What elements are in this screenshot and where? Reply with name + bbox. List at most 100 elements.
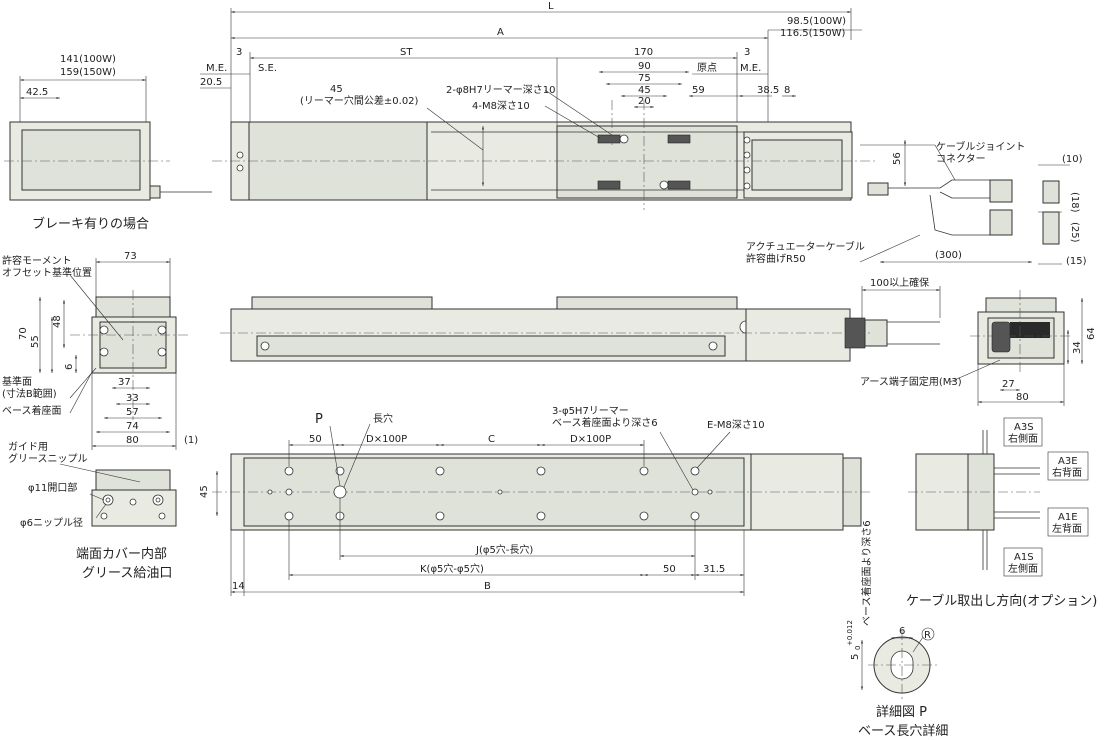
dim-90: 90 — [638, 61, 651, 72]
end-33: 33 — [126, 393, 139, 404]
open-11: φ11開口部 — [28, 481, 77, 494]
dim-8: 8 — [784, 85, 790, 96]
base-ref-2: (寸法B範囲) — [2, 387, 57, 400]
dim-A: A — [497, 27, 504, 38]
detail-caption-2: ベース長穴詳細 — [858, 723, 948, 739]
dim-50-left: 50 — [309, 434, 322, 445]
base-mount: ベース着座面 — [2, 404, 62, 417]
dim-B: B — [484, 581, 491, 592]
dim-C: C — [488, 434, 495, 445]
clearance-label: 100以上確保 — [870, 276, 929, 289]
motor-64: 64 — [1086, 327, 1097, 340]
dim-98-5: 98.5(100W) — [787, 16, 846, 27]
guide-label-1: ガイド用 — [8, 441, 48, 453]
dim-K: K(φ5穴-φ5穴) — [420, 562, 484, 575]
dim-116-5: 116.5(150W) — [780, 28, 846, 39]
label-P: P — [315, 412, 323, 427]
end-view: 許容モーメント オフセット基準位置 73 70 55 48 6 37 33 57… — [2, 251, 198, 450]
opt-a1s-2: 左側面 — [1008, 562, 1038, 575]
motor-end-view: 64 34 27 80 アース端子固定用(M3) — [860, 290, 1097, 406]
motor-80: 80 — [1016, 392, 1029, 403]
actuator-cable-label: アクチュエーターケーブル — [746, 240, 865, 253]
end-1: (1) — [184, 435, 198, 446]
brake-caption: ブレーキ有りの場合 — [32, 216, 149, 232]
side-view: 100以上確保 — [220, 276, 941, 362]
end-74: 74 — [126, 421, 139, 432]
end-37: 37 — [118, 377, 131, 388]
detail-depth-note: ベース着座面より深さ6 — [860, 520, 873, 626]
motor-cover-top — [751, 139, 843, 191]
opt-a1s-1: A1S — [1014, 552, 1034, 563]
motor-34: 34 — [1072, 341, 1083, 354]
dim-45: 45 — [638, 85, 651, 96]
detail-caption-1: 詳細図 P — [876, 704, 927, 720]
cable-options: A3S 右側面 A3E 右背面 A1E 左背面 A1S 左側面 ケーブル取出し方… — [906, 417, 1097, 609]
conn-15: (15) — [1066, 256, 1087, 267]
opt-a3s-1: A3S — [1014, 422, 1034, 433]
brake-42-5: 42.5 — [26, 87, 48, 98]
tap-E-label: E-M8深さ10 — [707, 419, 765, 431]
base-ref-1: 基準面 — [2, 375, 32, 388]
brake-159: 159(150W) — [60, 67, 116, 78]
slot-label: 長穴 — [373, 412, 393, 425]
bend-radius-label: 許容曲げR50 — [746, 252, 806, 265]
end-70: 70 — [18, 327, 29, 340]
detail-6: 6 — [899, 626, 905, 637]
cable-length: (300) — [935, 250, 962, 261]
dim-75: 75 — [638, 73, 651, 84]
me-right: M.E. — [740, 63, 761, 74]
detail-tol0: 0 — [854, 646, 862, 650]
dim-J: J(φ5穴-長穴) — [475, 543, 533, 556]
dim-59: 59 — [692, 85, 705, 96]
opt-a3e-2: 右背面 — [1052, 466, 1082, 479]
dim-L: L — [548, 1, 554, 12]
grease-caption-2: グリース給油口 — [82, 566, 172, 581]
dim-56: 56 — [892, 152, 903, 165]
se-label: S.E. — [258, 63, 277, 74]
detail-P: ベース着座面より深さ6 5 +0.012 0 6 R 詳細図 P ベース長穴詳細 — [846, 520, 948, 739]
reamer-tolerance: (リーマー穴間公差±0.02) — [300, 94, 419, 107]
dim-3-left: 3 — [236, 47, 242, 58]
dim-170: 170 — [634, 47, 653, 58]
dim-3-right: 3 — [744, 47, 750, 58]
end-80: 80 — [126, 435, 139, 446]
guide-label-2: グリースニップル — [8, 452, 88, 465]
tap-holes: 4-M8深さ10 — [472, 100, 530, 112]
detail-5: 5 — [850, 654, 861, 660]
dim-dx100p-left: D×100P — [366, 434, 407, 445]
end-73: 73 — [124, 251, 137, 262]
origin-label: 原点 — [697, 62, 717, 74]
cable-joint-label: ケーブルジョイント — [936, 140, 1025, 153]
moment-ref-1: 許容モーメント — [2, 254, 72, 267]
nipple-6: φ6ニップル径 — [20, 516, 83, 529]
bottom-view: P 長穴 3-φ5H7リーマー ベース着座面より深さ6 E-M8深さ10 50 … — [199, 406, 870, 596]
opt-a3s-2: 右側面 — [1008, 432, 1038, 445]
dim-ST: ST — [400, 47, 413, 58]
brake-view: 141(100W) 159(150W) 42.5 ブレーキ有りの場合 — [4, 54, 212, 232]
grease-caption-1: 端面カバー内部 — [76, 546, 167, 562]
detail-tol: +0.012 — [846, 620, 854, 646]
conn-18: (18) — [1069, 192, 1080, 213]
dim-20-5: 20.5 — [200, 77, 222, 88]
top-view: L A ST 170 90 75 45 20 59 38.5 8 3 3 20.… — [200, 1, 1087, 267]
slider-table — [556, 125, 738, 199]
dim-14: 14 — [232, 581, 245, 592]
conn-10: (10) — [1062, 154, 1083, 165]
end-57: 57 — [126, 407, 139, 418]
reamer-3-label: 3-φ5H7リーマー — [552, 406, 629, 417]
reamer-depth-label: ベース着座面より深さ6 — [552, 416, 658, 429]
end-55: 55 — [30, 335, 41, 348]
opt-a3e-1: A3E — [1058, 456, 1078, 467]
brake-141: 141(100W) — [60, 54, 116, 65]
connector-label: コネクター — [936, 153, 986, 165]
cable-options-caption: ケーブル取出し方向(オプション) — [906, 593, 1097, 609]
dim-20: 20 — [638, 96, 651, 107]
conn-25: (25) — [1069, 222, 1080, 243]
moment-ref-2: オフセット基準位置 — [2, 266, 92, 279]
end-6: 6 — [64, 364, 75, 370]
opt-a1e-1: A1E — [1058, 512, 1078, 523]
earth-label: アース端子固定用(M3) — [860, 375, 962, 388]
grease-view: ガイド用 グリースニップル φ11開口部 φ6ニップル径 端面カバー内部 グリー… — [8, 441, 177, 581]
motor-27: 27 — [1002, 379, 1015, 390]
